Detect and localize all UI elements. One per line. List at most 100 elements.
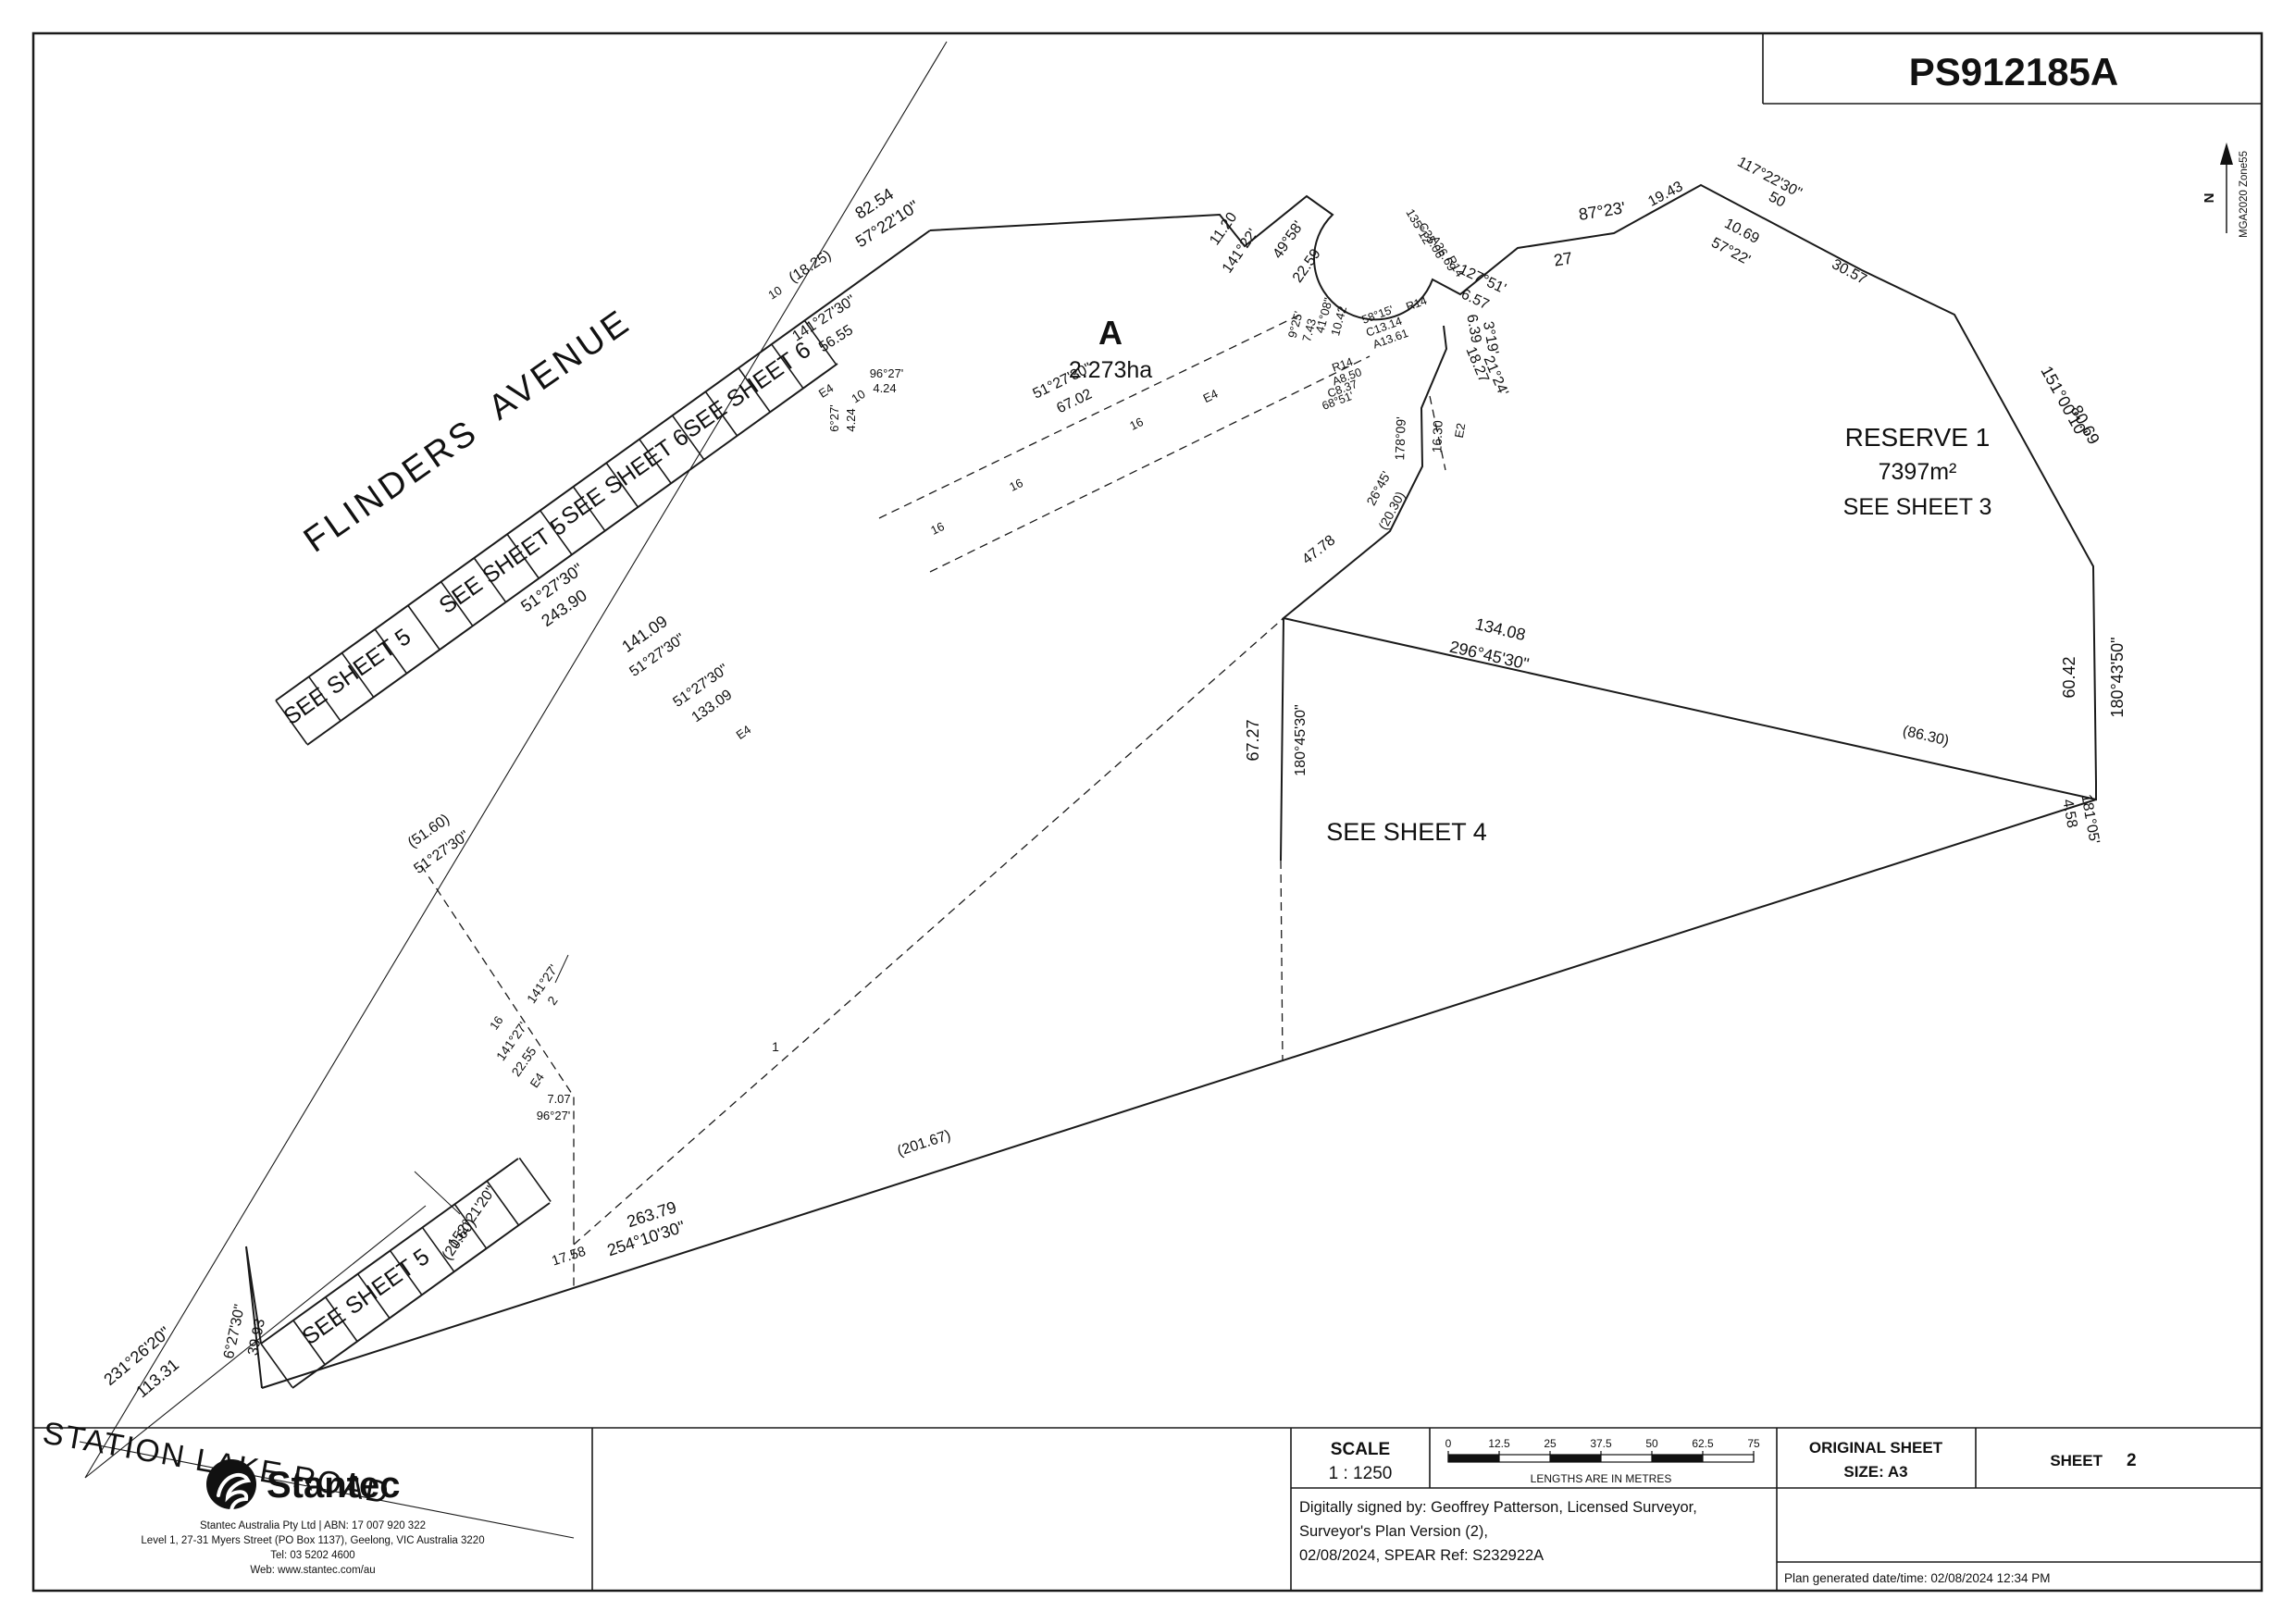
plan-label: 16	[1127, 415, 1146, 433]
plan-label: 16	[1007, 476, 1025, 494]
plan-label: 7.43	[1299, 317, 1319, 343]
scale-bar-tick-label: 75	[1747, 1437, 1760, 1450]
plan-label: 39.93	[245, 1318, 268, 1357]
plan-label: 10	[765, 283, 784, 302]
plan-label: AVENUE	[481, 302, 638, 428]
original-sheet-line1: ORIGINAL SHEET	[1809, 1439, 1943, 1457]
scale-bar-segment	[1652, 1455, 1703, 1462]
plan-label: 180°45'30"	[1293, 704, 1309, 775]
plan-label: 27	[1553, 249, 1574, 270]
plan-linework	[79, 41, 2097, 1539]
lot-ticks	[260, 320, 837, 1388]
stantec-logo	[206, 1459, 256, 1514]
plan-label: 30.57	[1829, 256, 1868, 288]
plan-label: 6.39	[1463, 313, 1483, 344]
plan-label: 7.07	[547, 1092, 570, 1106]
original-sheet-line2: SIZE: A3	[1843, 1463, 1907, 1481]
plan-label: 50	[1766, 189, 1788, 210]
alignment-lines	[79, 41, 948, 1539]
company-line-4: Web: www.stantec.com/au	[250, 1565, 375, 1576]
plan-label: FLINDERS	[297, 412, 486, 561]
plan-label: 16	[487, 1013, 506, 1032]
company-block: Stantec Stantec Australia Pty Ltd | ABN:…	[141, 1459, 485, 1576]
scale-bar-tick-label: 0	[1445, 1437, 1452, 1450]
north-arrow: N MGA2020 Zone55	[2202, 143, 2250, 238]
outer-boundary	[929, 183, 2097, 801]
easement-dashed-lines	[420, 314, 1446, 1286]
scale-bar-tick-label: 25	[1544, 1437, 1557, 1450]
reserve-west-boundary	[1280, 617, 1284, 862]
company-line-1: Stantec Australia Pty Ltd | ABN: 17 007 …	[200, 1520, 426, 1531]
plan-label: 4.24	[844, 408, 858, 431]
sheet-frame	[31, 31, 2264, 1593]
scale-bar-tick-label: 50	[1645, 1437, 1658, 1450]
plan-label: R14	[1404, 294, 1428, 314]
signature-block: Digitally signed by: Geoffrey Patterson,…	[1299, 1499, 1697, 1564]
signed-line-2: Surveyor's Plan Version (2),	[1299, 1523, 1488, 1540]
company-name: Stantec	[267, 1465, 401, 1506]
generated-datetime: Plan generated date/time: 02/08/2024 12:…	[1784, 1571, 2050, 1585]
company-line-2: Level 1, 27-31 Myers Street (PO Box 1137…	[141, 1535, 484, 1546]
leader-lines	[414, 954, 569, 1215]
lot-tick-set	[275, 320, 837, 745]
scale-label: SCALE	[1331, 1440, 1390, 1459]
plan-label: 6°27'	[827, 404, 841, 431]
plan-label: 10	[849, 387, 867, 405]
company-line-3: Tel: 03 5202 4600	[270, 1550, 354, 1561]
plan-label: 134.08	[1473, 614, 1527, 644]
plan-label: E4	[1201, 387, 1221, 405]
plan-label: 6.57	[1458, 287, 1491, 314]
scale-bar-tick-label: 37.5	[1590, 1437, 1612, 1450]
plan-label: 2	[544, 993, 561, 1008]
plan-label: 22.59	[1290, 246, 1324, 286]
scale-bar-tick-label: 62.5	[1692, 1437, 1714, 1450]
north-arrow-head	[2220, 143, 2233, 165]
plan-label: SEE SHEET 3	[1843, 494, 1992, 520]
plan-label: SEE SHEET 5	[279, 624, 416, 730]
plan-label: 7397m²	[1879, 459, 1957, 485]
plan-label: 60.42	[2060, 656, 2078, 698]
sheet-number-block: SHEET 2	[2050, 1451, 2136, 1470]
plan-label: 16.30	[1429, 420, 1445, 453]
scale-bar-segment	[1448, 1455, 1499, 1462]
scale-units: LENGTHS ARE IN METRES	[1531, 1472, 1672, 1485]
plan-label: 49°58'	[1270, 218, 1307, 262]
plan-label: 67.27	[1244, 719, 1262, 761]
plan-label: E4	[734, 723, 754, 742]
plan-label: 181°05'	[2078, 793, 2102, 845]
original-sheet-block: ORIGINAL SHEET SIZE: A3	[1809, 1439, 1943, 1481]
plan-label: 3°19'	[1480, 320, 1501, 356]
plan-label: 178°09'	[1392, 416, 1408, 461]
plan-label: 4.24	[873, 381, 896, 395]
plan-label: 1	[772, 1039, 779, 1054]
plan-label: E2	[1452, 422, 1469, 439]
plan-label: 117°22'30"	[1734, 155, 1804, 202]
sheet-label: SHEET	[2050, 1452, 2103, 1469]
plan-label: SEE SHEET 5	[435, 513, 572, 619]
plan-label: (86.30)	[1901, 724, 1950, 750]
plan-label: (201.67)	[896, 1127, 953, 1159]
south-boundary	[245, 799, 2097, 1389]
signed-line-3: 02/08/2024, SPEAR Ref: S232922A	[1299, 1547, 1544, 1564]
signed-line-1: Digitally signed by: Geoffrey Patterson,…	[1299, 1499, 1697, 1516]
plan-label: 2.273ha	[1069, 357, 1152, 383]
plan-label: A	[1098, 314, 1123, 352]
plan-label: 180°43'50"	[2108, 637, 2127, 717]
plan-label: 17.58	[550, 1244, 588, 1270]
plan-label: 4.58	[2059, 798, 2079, 829]
plan-number: PS912185A	[1909, 50, 2119, 93]
lot-tick-set	[260, 1157, 552, 1388]
scale-value: 1 : 1250	[1329, 1464, 1393, 1483]
plan-label: 16	[928, 519, 947, 538]
plan-label: E4	[816, 381, 837, 401]
plan-label: 96°27'	[870, 366, 904, 380]
plan-label: 87°23'	[1577, 198, 1626, 224]
lot-strips	[260, 229, 931, 1389]
north-datum: MGA2020 Zone55	[2239, 151, 2250, 238]
plan-label: (18.25)	[787, 247, 835, 286]
plan-label: 96°27'	[537, 1109, 571, 1122]
